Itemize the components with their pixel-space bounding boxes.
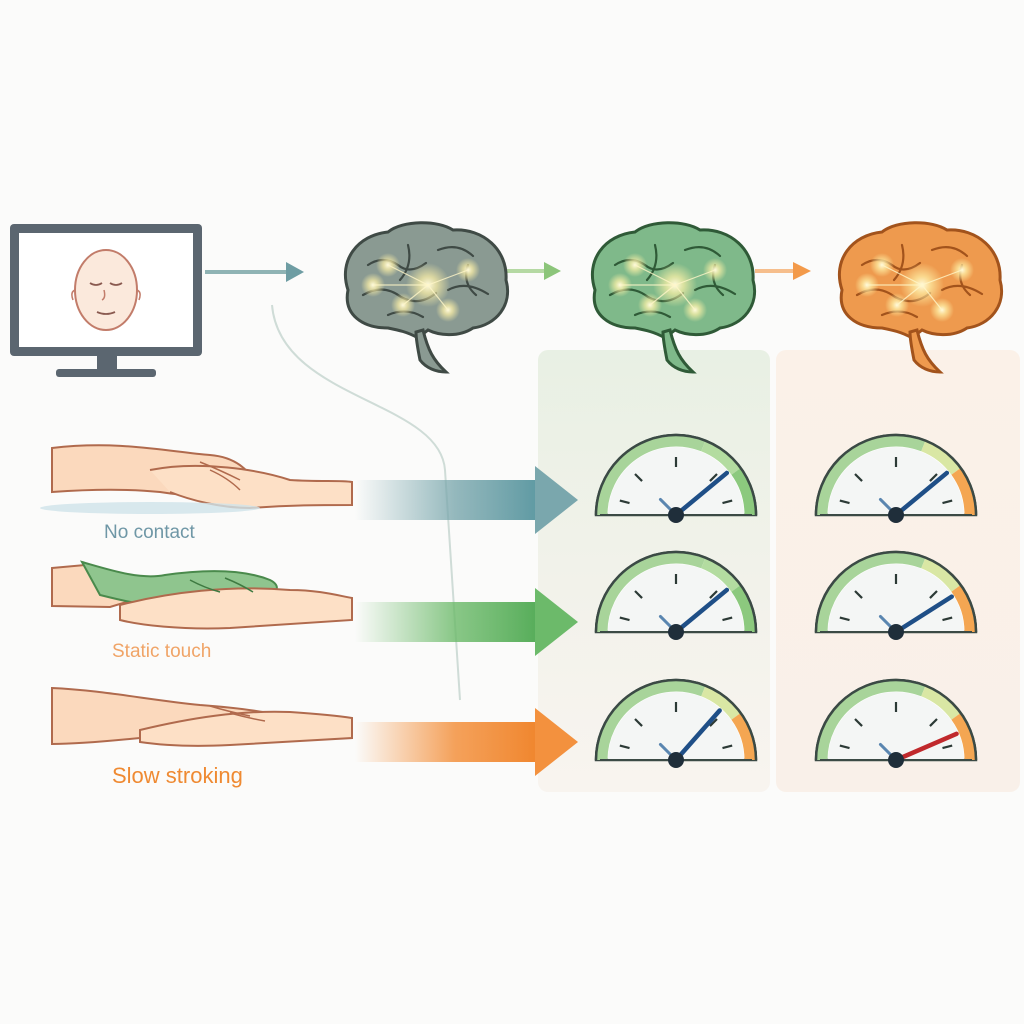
hands-no-contact-icon — [40, 444, 353, 514]
gauge-icon — [814, 678, 978, 768]
gauge-icon — [594, 678, 758, 768]
condition-label-static-touch: Static touch — [112, 641, 212, 662]
gauge-icon — [594, 550, 758, 640]
arrow-brain-to-brain-orange — [755, 262, 811, 280]
condition-arrow — [355, 466, 578, 534]
gauge-icon — [594, 433, 758, 523]
gauge-icon — [814, 550, 978, 640]
hands-slow-stroking-icon — [51, 686, 353, 747]
condition-label-slow-stroking: Slow stroking — [112, 763, 243, 788]
connector-line — [271, 304, 461, 701]
hands-static-touch-icon — [51, 560, 353, 630]
face-on-monitor-icon — [10, 224, 202, 377]
brain-icon — [343, 221, 509, 374]
condition-arrow — [355, 708, 578, 776]
gauge-icon — [814, 433, 978, 523]
brain-icon — [837, 221, 1003, 374]
brain-icon — [590, 221, 756, 374]
condition-label-no-contact: No contact — [104, 522, 195, 543]
arrow-brain-to-brain-green — [505, 262, 561, 280]
arrow-monitor-to-brain — [205, 262, 304, 282]
condition-arrow — [355, 588, 578, 656]
